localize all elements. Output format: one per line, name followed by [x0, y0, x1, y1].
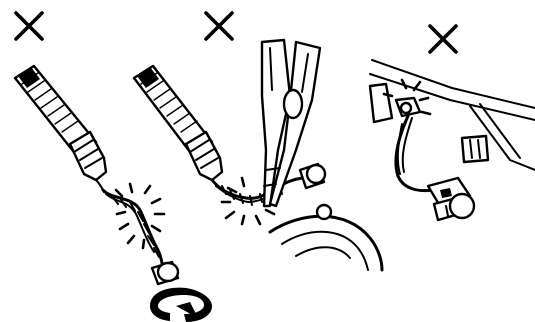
cable-sheath-left [15, 66, 106, 192]
cross-mark-icon [206, 13, 232, 39]
cable-sheath-middle [134, 66, 222, 180]
cross-mark-icon [16, 13, 42, 39]
panel-middle [134, 13, 382, 270]
cross-mark-icon [430, 26, 456, 52]
rotate-arrow-icon [150, 288, 212, 322]
cable-end-cap-middle [300, 164, 325, 188]
cable-connector-right [428, 178, 474, 220]
panel-right [370, 26, 535, 220]
panel-left [15, 13, 212, 322]
wheel-arc [270, 205, 382, 270]
cable-end-cap [152, 262, 178, 284]
